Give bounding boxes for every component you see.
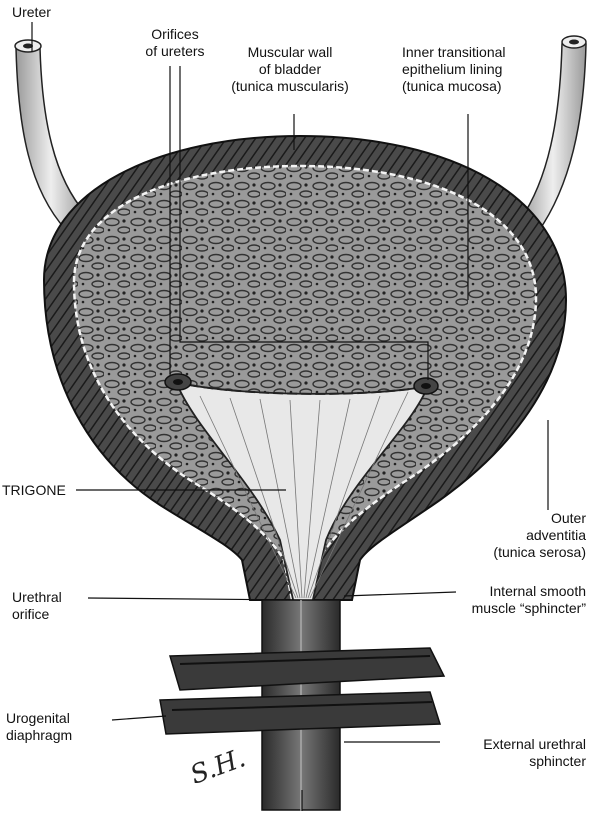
label-urethral-orifice: Urethral orifice <box>12 589 62 623</box>
left-ureter-orifice <box>165 374 191 390</box>
label-urogenital-diaphragm: Urogenital diaphragm <box>6 710 72 744</box>
label-muscular-wall: Muscular wall of bladder (tunica muscula… <box>210 44 370 95</box>
label-outer-adventitia: Outer adventitia (tunica serosa) <box>462 510 586 561</box>
label-ureter: Ureter <box>12 4 51 21</box>
label-trigone: TRIGONE <box>2 482 66 499</box>
label-internal-sphincter: Internal smooth muscle “sphincter” <box>440 583 586 617</box>
left-ureter <box>15 40 86 230</box>
label-external-sphincter: External urethral sphincter <box>440 736 586 770</box>
right-ureter <box>520 36 586 232</box>
label-inner-lining: Inner transitional epithelium lining (tu… <box>402 44 506 95</box>
right-ureter-orifice <box>414 378 438 394</box>
